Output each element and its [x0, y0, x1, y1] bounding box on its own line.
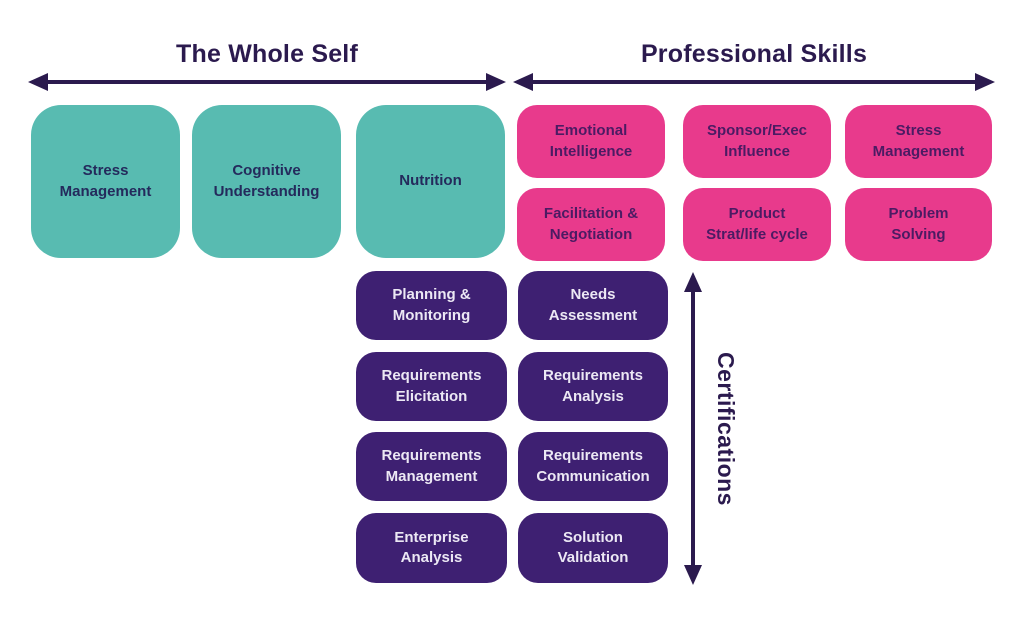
- whole-self-title: The Whole Self: [176, 40, 358, 68]
- box-label: Planning & Monitoring: [392, 286, 471, 324]
- box-label: Nutrition: [399, 172, 462, 190]
- box-needs-assessment: Needs Assessment: [518, 271, 668, 340]
- box-emotional-intelligence: Emotional Intelligence: [517, 105, 665, 178]
- box-planning-monitoring: Planning & Monitoring: [356, 271, 507, 340]
- box-facilitation-negotiation: Facilitation & Negotiation: [517, 188, 665, 261]
- box-label: Requirements Management: [381, 447, 482, 485]
- box-label: Stress Management: [59, 162, 152, 200]
- box-label: Needs Assessment: [548, 286, 638, 324]
- professional-skills-title: Professional Skills: [640, 40, 868, 68]
- box-enterprise-analysis: Enterprise Analysis: [356, 513, 507, 583]
- professional-skills-arrow: [513, 73, 995, 91]
- whole-self-arrow: [28, 73, 506, 91]
- certifications-label: Certifications: [713, 351, 739, 506]
- whole-self-arrow-line: [40, 80, 494, 84]
- certifications-arrow-line: [691, 284, 695, 573]
- box-cognitive-understanding: Cognitive Understanding: [192, 105, 341, 258]
- box-label: Problem Solving: [888, 205, 949, 243]
- box-sponsor-exec-influence: Sponsor/Exec Influence: [683, 105, 831, 178]
- certifications-arrow: [684, 272, 702, 585]
- box-label: Facilitation & Negotiation: [543, 205, 639, 243]
- box-requirements-analysis: Requirements Analysis: [518, 352, 668, 421]
- box-stress-management-self: Stress Management: [31, 105, 180, 258]
- box-label: Requirements Elicitation: [381, 367, 482, 405]
- box-label: Requirements Communication: [536, 447, 650, 485]
- box-label: Cognitive Understanding: [213, 162, 320, 200]
- box-label: Enterprise Analysis: [394, 528, 469, 566]
- box-requirements-management: Requirements Management: [356, 432, 507, 501]
- box-label: Solution Validation: [557, 528, 629, 566]
- box-nutrition: Nutrition: [356, 105, 505, 258]
- box-stress-management-professional: Stress Management: [845, 105, 992, 178]
- box-solution-validation: Solution Validation: [518, 513, 668, 583]
- box-label: Emotional Intelligence: [549, 122, 633, 160]
- box-product-strat-life-cycle: Product Strat/life cycle: [683, 188, 831, 261]
- box-label: Requirements Analysis: [542, 367, 644, 405]
- box-problem-solving: Problem Solving: [845, 188, 992, 261]
- box-label: Product Strat/life cycle: [706, 205, 808, 243]
- box-label: Stress Management: [872, 122, 965, 160]
- box-requirements-communication: Requirements Communication: [518, 432, 668, 501]
- box-label: Sponsor/Exec Influence: [706, 122, 808, 160]
- box-requirements-elicitation: Requirements Elicitation: [356, 352, 507, 421]
- professional-skills-arrow-line: [525, 80, 983, 84]
